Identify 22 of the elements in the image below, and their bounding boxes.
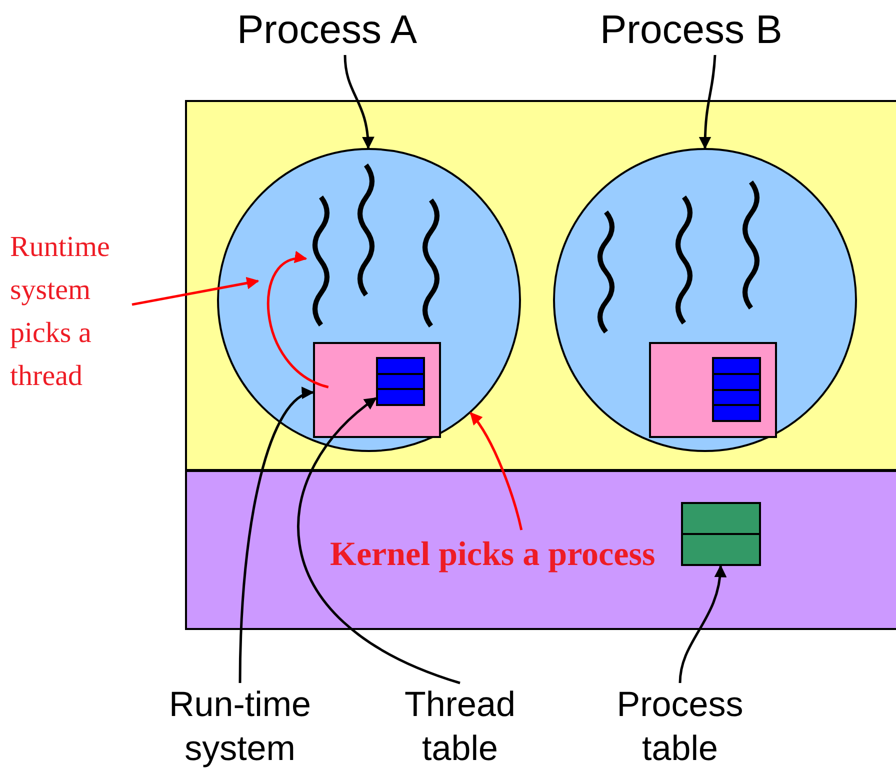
runtime-system-box [313, 342, 441, 438]
arrow [132, 276, 260, 306]
thread-table [376, 357, 425, 406]
runtime-system-box [649, 342, 777, 438]
caption-text: Run-time system [168, 684, 312, 770]
caption-text: Kernel picks a process [330, 535, 656, 575]
thread-table [712, 357, 761, 422]
user-space-band [185, 100, 896, 471]
kernel-space-band [185, 470, 896, 630]
process-table [681, 502, 761, 566]
caption-text: Thread table [404, 684, 516, 770]
arrow [344, 54, 374, 150]
arrow [267, 252, 329, 388]
arrow [297, 397, 460, 684]
caption-text: Process B [600, 7, 782, 54]
arrow [470, 412, 523, 530]
arrow [238, 389, 314, 684]
caption-text: Process table [616, 684, 744, 770]
caption-text: Runtime system picks a thread [10, 230, 111, 394]
arrow [678, 564, 726, 684]
arrow [698, 54, 716, 150]
caption-text: Process A [237, 7, 418, 54]
